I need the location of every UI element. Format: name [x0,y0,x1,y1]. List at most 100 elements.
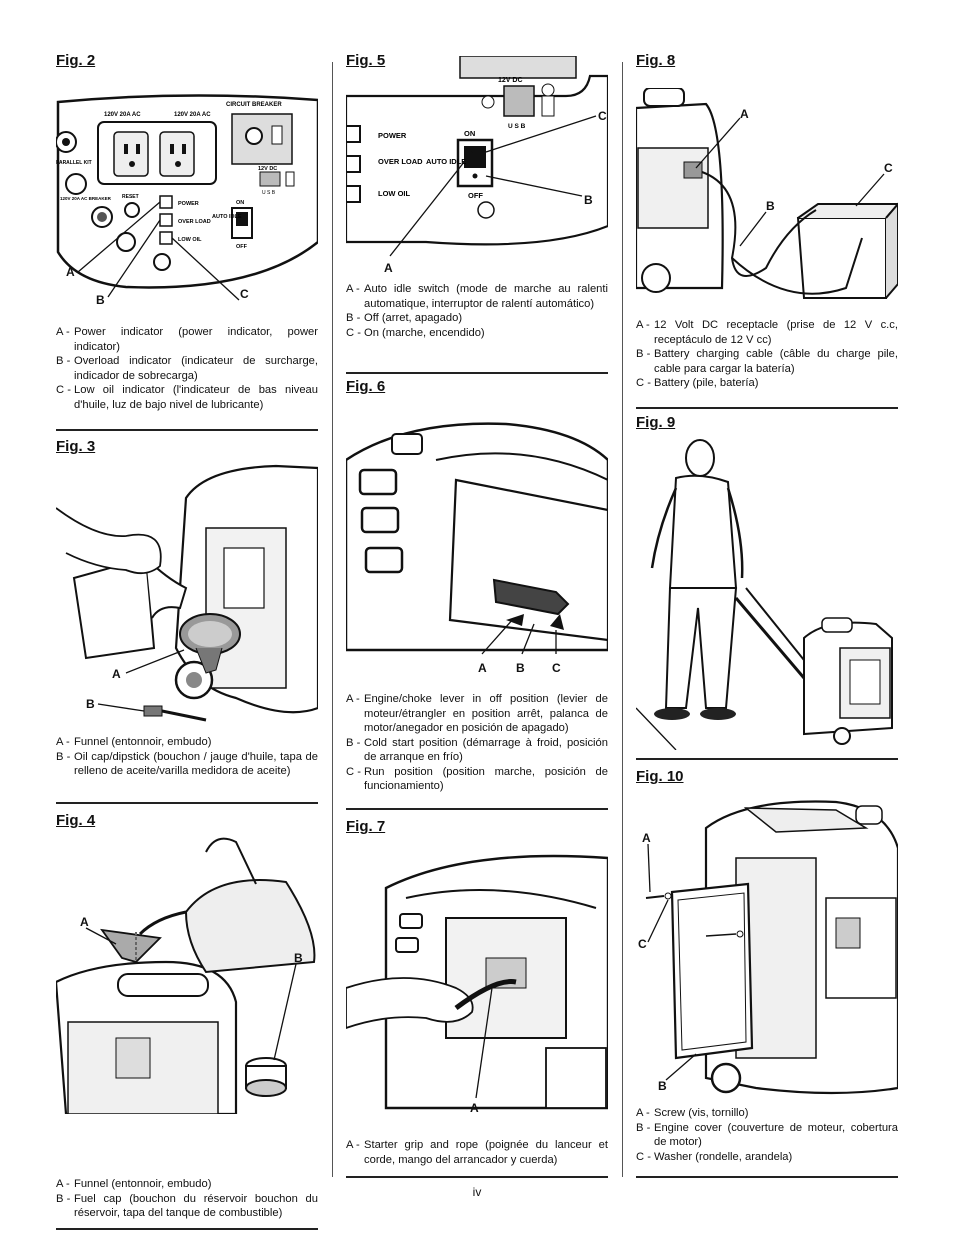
figure-5-rule [346,372,608,374]
dc-label: 12V DC [498,77,523,84]
figure-9-illustration [636,438,898,750]
caption-c: C -Washer (rondelle, arandela) [636,1150,793,1163]
label-c: C [638,937,647,951]
figure-10-captions: A -Screw (vis, tornillo) B -Engine cover… [636,1106,898,1164]
caption-a: A -12 Volt DC receptacle (prise de 12 V … [636,319,898,346]
figure-7-rule [346,1176,608,1178]
power-label: POWER [178,201,199,207]
figure-2-illustration: 120V 20A AC 120V 20A AC CIRCUIT BREAKER … [56,92,318,322]
low-oil-label: LOW OIL [178,237,202,243]
caption-a: A -Starter grip and rope (poignée du lan… [346,1139,608,1166]
power-label: POWER [378,131,407,140]
figure-9-title: Fig. 9 [636,414,676,431]
on-label: ON [236,200,244,206]
label-c: C [598,109,607,123]
label-b: B [86,697,95,711]
caption-a: A -Power indicator (power indicator, pow… [56,326,318,353]
reset-label: RESET [122,194,139,200]
figure-3-captions: A -Funnel (entonnoir, embudo) B -Oil cap… [56,735,318,779]
label-b: B [766,199,775,213]
label-a: A [470,1101,479,1115]
fuel-filling-drawing: A B [56,837,316,1114]
low-oil-label: LOW OIL [378,189,410,198]
caption-b: B -Oil cap/dipstick (bouchon / jauge d'h… [56,750,318,778]
outlet-left-label: 120V 20A AC [104,112,141,118]
auto-idle-label: AUTO IDLE [426,157,466,166]
outlet-right-label: 120V 20A AC [174,112,211,118]
figure-2-title: Fig. 2 [56,52,96,69]
parallel-kit-label: PARALLEL KIT [56,160,92,166]
engine-cover-removal-drawing: A C B [638,800,898,1095]
label-a: A [112,667,121,681]
choke-lever-drawing: A B C [346,422,608,675]
column-divider-2 [622,62,623,1177]
caption-c: C -Run position (position marche, posici… [346,765,608,793]
label-b: B [96,293,105,307]
auto-idle-label: AUTO IDLE [212,214,242,220]
battery-charging-drawing: A B C [636,88,898,299]
off-label: OFF [236,244,248,250]
label-b: B [516,661,525,675]
caption-c: C -Battery (pile, batería) [636,377,759,389]
figure-7-title: Fig. 7 [346,818,386,835]
label-b: B [584,193,593,207]
caption-b: B -Cold start position (démarrage à froi… [346,736,608,764]
page-number: iv [472,1185,482,1199]
figure-10-illustration: A C B [636,788,898,1104]
label-c: C [240,287,249,301]
label-b: B [294,951,303,965]
figure-5-captions: A -Auto idle switch (mode de marche au r… [346,282,608,340]
caption-b: B -Battery charging cable (câble du char… [636,348,898,375]
figure-4-captions: A -Funnel (entonnoir, embudo) B -Fuel ca… [56,1177,318,1221]
figure-8-rule [636,407,898,409]
on-label: ON [464,129,475,138]
usb-label: U S B [508,123,526,130]
figure-3-rule [56,802,318,804]
label-a: A [66,265,75,279]
figure-5-title: Fig. 5 [346,52,386,69]
caption-b: B -Overload indicator (indicateur de sur… [56,355,318,382]
figure-3-illustration: A B [56,458,318,726]
off-label: OFF [468,191,483,200]
caption-a: A -Engine/choke lever in off position (l… [346,693,608,734]
figure-8-title: Fig. 8 [636,52,676,69]
figure-9-rule [636,758,898,760]
figure-7-captions: A -Starter grip and rope (poignée du lan… [346,1138,608,1167]
label-a: A [642,831,651,845]
figure-10-title: Fig. 10 [636,768,684,785]
overload-label: OVER LOAD [178,219,211,225]
caption-a: A -Funnel (entonnoir, embudo) [56,736,212,748]
caption-a: A -Funnel (entonnoir, embudo) [56,1178,212,1190]
label-c: C [884,161,893,175]
label-b: B [658,1079,667,1093]
figure-6-title: Fig. 6 [346,378,386,395]
figure-4-rule [56,1228,318,1230]
figure-2-rule [56,429,318,431]
label-a: A [80,915,89,929]
usb-label: U S B [262,190,276,196]
caption-b: B -Engine cover (couverture de moteur, c… [636,1121,898,1149]
label-a: A [478,661,487,675]
starter-rope-drawing: A [346,854,608,1115]
figure-10-rule [636,1176,898,1178]
caption-b: B -Off (arret, apagado) [346,312,463,324]
figure-5-illustration: 12V DC U S B POWER OVER LOAD LOW OIL ON … [346,56,608,278]
dc-label: 12V DC [258,166,277,172]
figure-7-illustration: A [346,838,608,1126]
figure-6-rule [346,808,608,810]
figure-6-captions: A -Engine/choke lever in off position (l… [346,692,608,794]
caption-c: C -On (marche, encendido) [346,326,485,339]
circuit-breaker-label: CIRCUIT BREAKER [226,102,282,108]
control-panel-drawing: 120V 20A AC 120V 20A AC CIRCUIT BREAKER … [56,94,318,307]
label-c: C [552,661,561,675]
figure-3-title: Fig. 3 [56,438,96,455]
column-divider-1 [332,62,333,1177]
person-moving-generator-drawing [636,439,893,750]
figure-4-illustration: A B [56,812,318,1114]
figure-8-illustration: A B C [636,88,898,314]
figure-2-captions: A -Power indicator (power indicator, pow… [56,325,318,412]
auto-idle-panel-drawing: 12V DC U S B POWER OVER LOAD LOW OIL ON … [346,56,608,275]
caption-b: B -Fuel cap (bouchon du réservoir boucho… [56,1192,318,1220]
figure-4-title: Fig. 4 [56,812,96,829]
figure-6-illustration: A B C [346,400,608,680]
